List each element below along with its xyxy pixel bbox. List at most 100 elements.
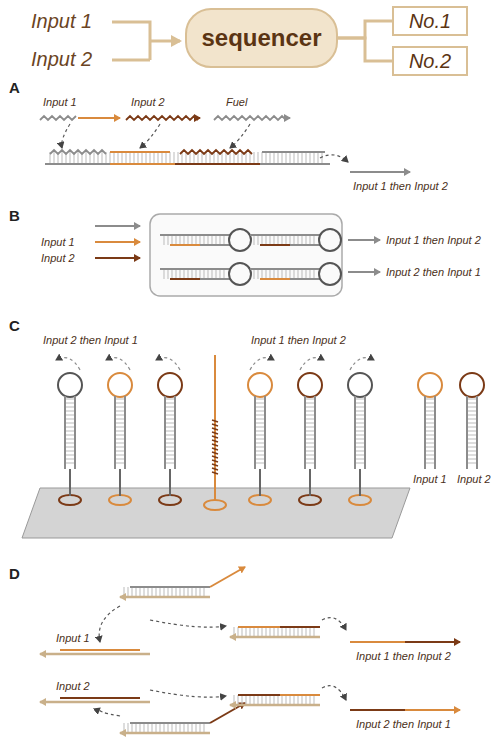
strand — [65, 399, 75, 400]
strand — [304, 396, 306, 469]
strand — [60, 697, 140, 699]
strand — [120, 732, 210, 735]
strand — [176, 723, 177, 733]
strand — [254, 269, 255, 279]
strand — [467, 427, 477, 428]
strand — [212, 444, 218, 446]
strand — [160, 587, 161, 597]
strand — [115, 411, 125, 412]
strand-label: Input 1 — [55, 632, 91, 644]
panel-letter: A — [8, 80, 21, 97]
strand — [70, 152, 71, 164]
strand — [262, 269, 263, 279]
strand — [174, 396, 176, 469]
strand — [425, 431, 435, 432]
strand — [274, 627, 275, 637]
strand — [355, 419, 365, 420]
strand — [184, 723, 185, 733]
strand — [188, 235, 189, 245]
strand — [200, 235, 201, 245]
strand — [65, 407, 75, 408]
strand — [212, 452, 218, 454]
strand — [174, 152, 175, 164]
strand — [115, 427, 125, 428]
strand — [212, 468, 218, 470]
node-text: No.1 — [409, 10, 451, 33]
strand — [250, 152, 251, 164]
strand — [305, 443, 315, 444]
strand — [130, 152, 131, 164]
strand — [294, 235, 295, 245]
strand — [467, 431, 477, 432]
strand — [172, 587, 173, 597]
strand — [467, 407, 477, 408]
hairpin-loop — [460, 373, 484, 397]
surface-anchor — [204, 500, 226, 510]
strand — [322, 152, 323, 164]
strand — [314, 235, 315, 245]
strand — [165, 427, 175, 428]
strand — [140, 587, 141, 597]
strand — [355, 463, 365, 464]
strand — [65, 463, 75, 464]
hairpin-loop — [248, 373, 272, 397]
strand — [425, 419, 435, 420]
strand — [192, 587, 193, 597]
strand — [132, 587, 133, 597]
strand — [305, 435, 315, 436]
strand — [282, 695, 283, 705]
strand — [298, 235, 299, 245]
strand — [282, 152, 283, 164]
strand — [115, 455, 125, 456]
strand — [172, 269, 173, 279]
strand — [144, 723, 145, 733]
strand — [290, 627, 291, 637]
strand — [115, 419, 125, 420]
strand-label: Input 1 — [42, 96, 78, 108]
strand — [45, 163, 110, 165]
strand — [114, 396, 116, 469]
strand — [110, 152, 111, 164]
strand — [302, 695, 303, 705]
strand — [186, 152, 187, 164]
strand — [309, 469, 311, 496]
strand — [466, 396, 468, 469]
strand — [258, 695, 259, 705]
strand — [467, 435, 477, 436]
strand — [250, 234, 320, 236]
strand — [200, 587, 201, 597]
strand-label: Input 2 — [456, 473, 492, 485]
strand — [314, 152, 315, 164]
strand — [425, 451, 435, 452]
strand — [266, 152, 267, 164]
strand-label: Input 2 — [30, 48, 93, 70]
strand-label: Input 2 — [130, 96, 166, 108]
strand — [260, 244, 320, 246]
strand — [65, 439, 75, 440]
strand — [467, 459, 477, 460]
strand — [255, 443, 265, 444]
strand — [230, 636, 320, 639]
flow-arrow — [250, 358, 274, 370]
strand — [302, 627, 303, 637]
strand — [175, 163, 260, 165]
hairpin-loop — [319, 263, 341, 285]
strand — [168, 235, 169, 245]
strand — [290, 152, 291, 164]
strand — [148, 723, 149, 733]
flow-arrow — [156, 358, 180, 370]
strand — [425, 439, 435, 440]
strand — [255, 435, 265, 436]
strand — [62, 152, 63, 164]
strand — [255, 455, 265, 456]
flow-arrow — [322, 686, 346, 700]
node-text: No.2 — [409, 50, 451, 73]
strand — [255, 463, 265, 464]
strand — [305, 423, 315, 424]
strand — [176, 587, 177, 597]
strand — [160, 723, 161, 733]
strand-label: Input 2 then Input 1 — [355, 718, 452, 730]
strand — [305, 407, 315, 408]
strand — [165, 403, 175, 404]
strand — [170, 278, 230, 280]
